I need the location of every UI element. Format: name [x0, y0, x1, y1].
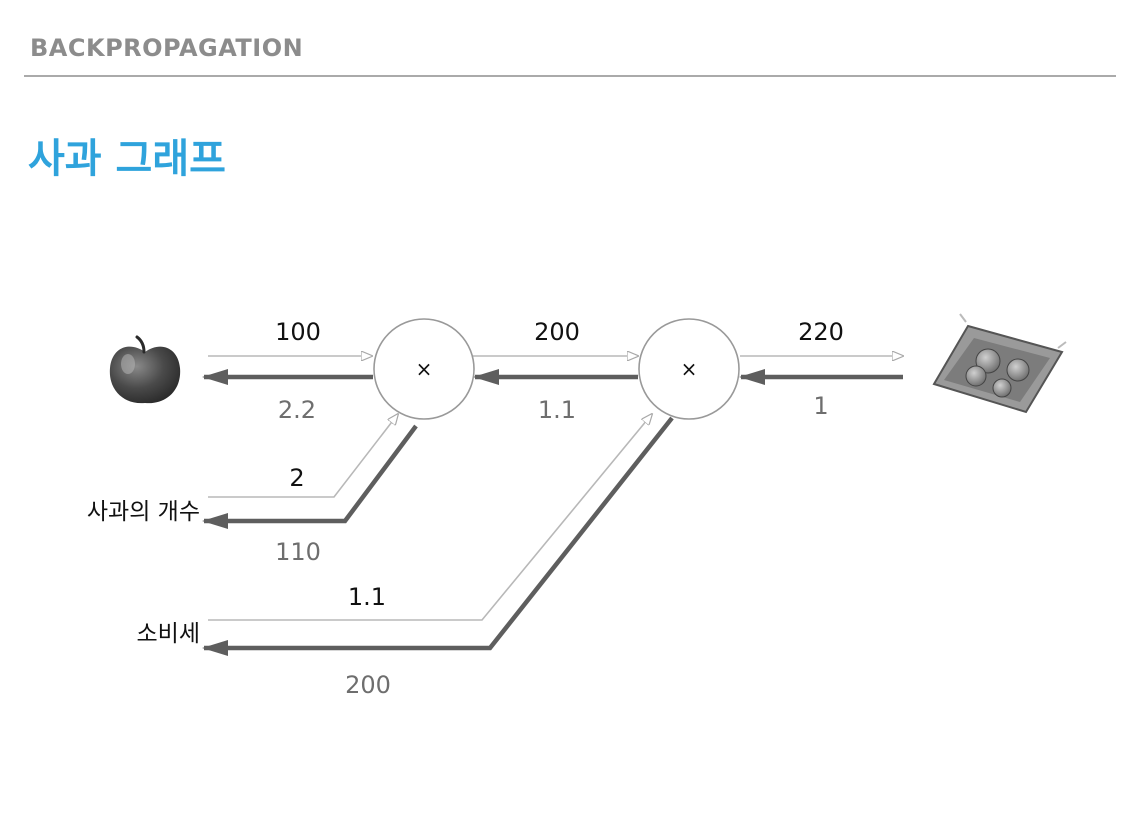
gradient-value-total-price: 1 [813, 392, 828, 420]
section-label: BACKPROPAGATION [30, 34, 304, 62]
tax-label: 소비세 [137, 621, 200, 647]
multiply-symbol: × [681, 357, 698, 381]
forward-value-total-price: 220 [798, 318, 844, 346]
forward-arrow-tax-to-mul2 [208, 414, 652, 621]
gradient-value-tax: 200 [345, 671, 391, 699]
apple-icon [109, 335, 181, 404]
header-divider [24, 75, 1116, 77]
multiply-node-2: × [638, 318, 740, 420]
forward-value-apple-count: 2 [289, 464, 304, 492]
gradient-value-apple-count: 110 [275, 538, 321, 566]
multiply-node-1: × [373, 318, 475, 420]
gradient-value-apple-price: 2.2 [278, 396, 316, 424]
forward-value-apple-price: 100 [275, 318, 321, 346]
backward-arrow-mul2-to-tax [202, 416, 674, 656]
page-title: 사과 그래프 [28, 136, 226, 182]
forward-value-mul1-output: 200 [534, 318, 580, 346]
gradient-value-mul1-output: 1.1 [538, 396, 576, 424]
backward-arrow-mul1-to-count [202, 424, 418, 529]
apple-count-label: 사과의 개수 [87, 499, 200, 525]
price-tray-icon [932, 313, 1067, 414]
forward-arrow-count-to-mul1 [208, 414, 398, 498]
multiply-symbol: × [416, 357, 433, 381]
forward-value-tax: 1.1 [348, 583, 386, 611]
